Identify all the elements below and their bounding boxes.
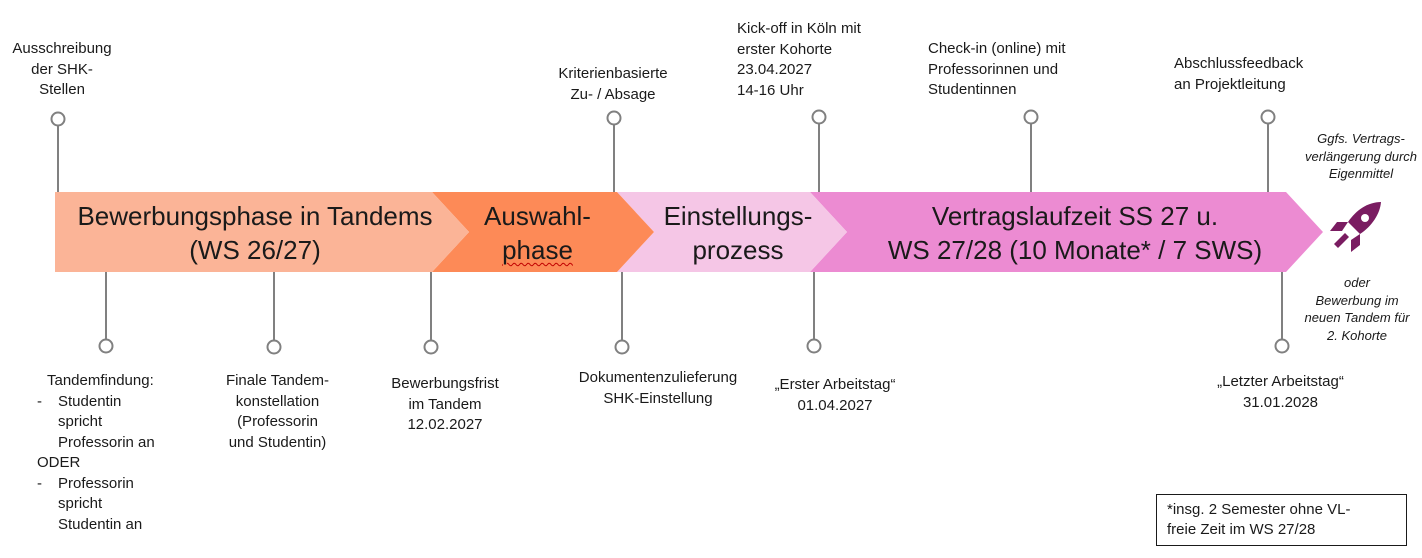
letzter-line-2: 31.01.2028 (1242, 393, 1319, 411)
phase-4-line-2: WS 27/28 (10 Monate* / 7 SWS) (887, 235, 1263, 265)
footnote-line-2: freie Zeit im WS 27/28 (1167, 521, 1316, 538)
end-note-bottom-line-4: 2. Kohorte (1327, 327, 1387, 343)
phase-label-1: Bewerbungsphase in Tandems (WS 26/27) (55, 199, 455, 267)
phase-label-3: Einstellungs- prozess (648, 199, 828, 267)
kickoff-line-2: erster Kohorte (737, 40, 833, 58)
abschluss-line-1: Abschlussfeedback (1174, 55, 1304, 72)
phase-arrow-2 (432, 192, 654, 272)
item2-line-1: Professorin (58, 474, 134, 492)
milestone-circle-checkin (1023, 109, 1039, 125)
finale-line-2: konstellation (235, 392, 320, 410)
milestone-circle-letzter (1274, 338, 1290, 354)
phase-2-line-2: phase (502, 235, 573, 265)
phase-1-line-1: Bewerbungsphase in Tandems (77, 201, 433, 231)
milestone-circle-zusage (606, 110, 622, 126)
doku-line-2: SHK-Einstellung (603, 389, 713, 407)
kickoff-line-4: 14-16 Uhr (737, 81, 804, 99)
milestone-circle-doku (614, 339, 630, 355)
milestone-ausschreibung: Ausschreibung der SHK- Stellen (0, 39, 124, 101)
milestone-zusage: Kriterienbasierte Zu- / Absage (538, 64, 688, 105)
phase-3-line-2: prozess (692, 235, 784, 265)
item1-line-2: spricht (58, 413, 103, 430)
milestone-kickoff: Kick-off in Köln mit erster Kohorte 23.0… (737, 19, 861, 101)
zusage-line-1: Kriterienbasierte (558, 65, 668, 82)
milestone-doku: Dokumentenzulieferung SHK-Einstellung (558, 368, 758, 409)
abschluss-line-2: an Projektleitung (1174, 75, 1286, 93)
bullet-dash: - (37, 474, 42, 492)
tandemfindung-title: Tandemfindung: (47, 372, 154, 389)
ausschreibung-line-3: Stellen (39, 81, 85, 98)
zusage-line-2: Zu- / Absage (570, 85, 656, 103)
milestone-frist: Bewerbungsfrist im Tandem 12.02.2027 (375, 374, 515, 436)
end-note-top-line-3: Eigenmittel (1328, 166, 1394, 181)
erster-line-1: „Erster Arbeitstag“ (774, 376, 896, 393)
item2-line-3: Studentin an (58, 515, 143, 533)
phase-arrow-3 (617, 192, 847, 272)
doku-line-1: Dokumentenzulieferung (578, 369, 738, 386)
phase-3-line-1: Einstellungs- (663, 201, 813, 231)
end-note-bottom-line-2: Bewerbung im (1315, 292, 1399, 308)
rocket-icon (1330, 202, 1381, 252)
checkin-line-3: Studentinnen (928, 81, 1017, 98)
footnote-box: *insg. 2 Semester ohne VL- freie Zeit im… (1156, 494, 1407, 546)
erster-line-2: 01.04.2027 (797, 396, 873, 414)
item2-line-2: spricht (58, 495, 103, 512)
phase-label-4: Vertragslaufzeit SS 27 u. WS 27/28 (10 M… (855, 199, 1295, 267)
milestone-finale: Finale Tandem- konstellation (Professori… (200, 371, 355, 453)
end-note-bottom-line-1: oder (1343, 275, 1371, 290)
milestone-circle-tandemfindung (98, 338, 114, 354)
checkin-line-1: Check-in (online) mit (928, 40, 1066, 57)
frist-line-2: im Tandem (408, 395, 482, 413)
end-note-top-line-1: Ggfs. Vertrags- (1317, 131, 1405, 146)
bullet-dash: - (37, 392, 42, 410)
milestone-circle-abschluss (1260, 109, 1276, 125)
frist-line-1: Bewerbungsfrist (391, 375, 499, 392)
kickoff-line-3: 23.04.2027 (737, 61, 813, 78)
finale-line-1: Finale Tandem- (225, 372, 330, 389)
end-note-bottom: oder Bewerbung im neuen Tandem für 2. Ko… (1296, 274, 1418, 344)
tandemfindung-item-1: -Studentin spricht Professorin an (37, 392, 155, 454)
item1-line-1: Studentin (58, 392, 122, 410)
phase-2-line-1: Auswahl- (484, 201, 591, 231)
phase-arrow-4 (810, 192, 1323, 272)
letzter-line-1: „Letzter Arbeitstag“ (1217, 373, 1344, 390)
finale-line-4: und Studentin) (228, 433, 327, 451)
phase-1-line-2: (WS 26/27) (189, 235, 321, 265)
kickoff-line-1: Kick-off in Köln mit (737, 20, 861, 37)
end-note-bottom-line-3: neuen Tandem für (1304, 310, 1410, 325)
milestone-erster: „Erster Arbeitstag“ 01.04.2027 (755, 375, 915, 416)
tandemfindung-item-2: -Professorin spricht Studentin an (37, 474, 155, 536)
tandemfindung-oder: ODER (37, 454, 81, 471)
ausschreibung-line-1: Ausschreibung (12, 40, 112, 57)
milestone-tandemfindung: Tandemfindung: -Studentin spricht Profes… (37, 371, 155, 535)
frist-line-3: 12.02.2027 (407, 416, 483, 433)
finale-line-3: (Professorin (237, 413, 318, 430)
phase-arrow-1 (55, 192, 469, 272)
milestone-letzter: „Letzter Arbeitstag“ 31.01.2028 (1198, 372, 1363, 413)
footnote-line-1: *insg. 2 Semester ohne VL- (1167, 501, 1351, 518)
milestone-checkin: Check-in (online) mit Professorinnen und… (928, 39, 1066, 101)
milestone-abschluss: Abschlussfeedback an Projektleitung (1174, 54, 1303, 95)
phase-4-line-1: Vertragslaufzeit SS 27 u. (931, 201, 1219, 231)
ausschreibung-line-2: der SHK- (31, 60, 93, 78)
checkin-line-2: Professorinnen und (928, 60, 1059, 78)
milestone-circle-ausschreibung (50, 111, 66, 127)
milestone-circle-finale (266, 339, 282, 355)
phase-label-2: Auswahl- phase (455, 199, 620, 267)
milestone-circle-frist (423, 339, 439, 355)
end-note-top-line-2: verlängerung durch (1304, 148, 1418, 164)
item1-line-3: Professorin an (58, 433, 155, 451)
end-note-top: Ggfs. Vertrags- verlängerung durch Eigen… (1296, 130, 1422, 183)
milestone-circle-kickoff (811, 109, 827, 125)
milestone-circle-erster (806, 338, 822, 354)
